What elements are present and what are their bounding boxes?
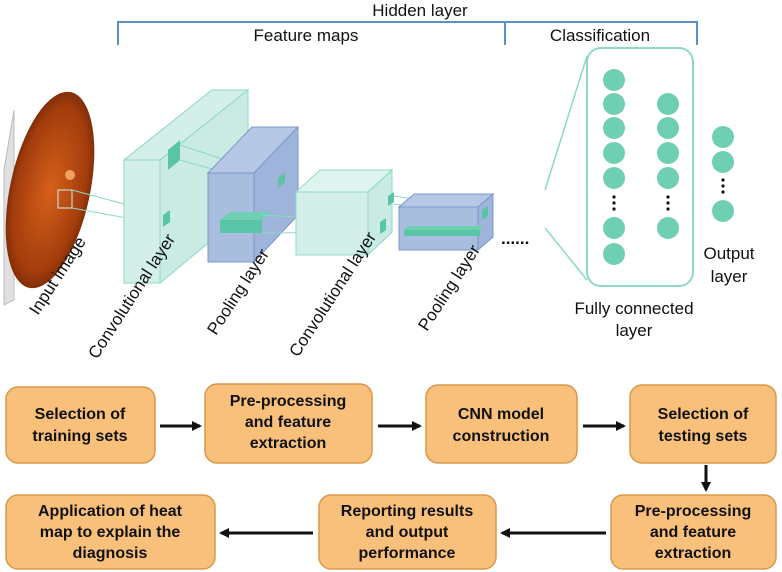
flow-step-2-line2: and feature (245, 414, 331, 431)
input-image (3, 91, 95, 306)
neuron (603, 243, 625, 265)
fully-connected-label-line1: Fully connected (574, 299, 693, 318)
fc-dots-column-2 (666, 195, 670, 211)
fully-connected-label-line2: layer (616, 321, 653, 340)
flow-step-4: Selection of testing sets (629, 384, 777, 464)
pooling-layer-2-label: Pooling layer (414, 241, 484, 334)
output-layer-label-line1: Output (703, 244, 754, 263)
pooling-layer-2-block (397, 192, 495, 252)
neuron (603, 142, 625, 164)
output-neurons (712, 126, 734, 222)
fc-neurons-column-2 (657, 93, 679, 239)
neuron (603, 69, 625, 91)
flow-step-5-line2: and feature (650, 524, 736, 541)
fc-neurons-column-1 (603, 69, 625, 265)
output-dots (721, 178, 725, 194)
flow-step-1-line2: training sets (32, 428, 127, 445)
hidden-layer-bracket (117, 21, 698, 45)
flow-step-7-line2: map to explain the (40, 524, 181, 541)
classification-label: Classification (550, 26, 650, 45)
fully-connected-container (544, 47, 694, 287)
neuron (603, 167, 625, 189)
flow-step-2: Pre-processing and feature extraction (204, 383, 373, 464)
neuron (712, 200, 734, 222)
flow-step-6-line2: and output (366, 524, 449, 541)
flow-step-2-line3: extraction (250, 435, 326, 452)
conv-layer-2-block (294, 168, 394, 257)
hidden-layer-label: Hidden layer (372, 1, 468, 20)
flow-step-3-line1: CNN model (458, 406, 544, 423)
neuron (712, 151, 734, 173)
neuron (657, 142, 679, 164)
neuron (603, 93, 625, 115)
flow-step-4-line1: Selection of (658, 406, 749, 423)
flow-step-6-line1: Reporting results (341, 503, 474, 520)
flow-step-4-line2: testing sets (659, 428, 748, 445)
flow-step-5: Pre-processing and feature extraction (610, 494, 777, 570)
neuron (657, 217, 679, 239)
flow-step-1: Selection of training sets (5, 386, 156, 464)
flow-arrows (160, 421, 711, 538)
flow-step-5-line1: Pre-processing (635, 503, 751, 520)
flow-step-1-line1: Selection of (35, 406, 126, 423)
output-layer-label-line2: layer (711, 267, 748, 286)
flow-step-7-line3: diagnosis (73, 545, 148, 562)
conv-layer-1-block (122, 88, 250, 285)
flow-step-6-line3: performance (359, 545, 456, 562)
neuron (657, 167, 679, 189)
flow-step-7: Application of heat map to explain the d… (5, 494, 216, 570)
fc-dots-column-1 (612, 195, 616, 211)
flow-step-3: CNN model construction (425, 384, 578, 464)
feature-maps-label: Feature maps (254, 26, 359, 45)
neuron (603, 217, 625, 239)
flow-step-2-line1: Pre-processing (230, 393, 346, 410)
flow-step-6: Reporting results and output performance (318, 494, 497, 570)
neuron (603, 117, 625, 139)
neuron (657, 93, 679, 115)
neuron (712, 126, 734, 148)
flow-step-5-line3: extraction (655, 545, 731, 562)
flow-step-7-line1: Application of heat (38, 503, 183, 520)
network-ellipsis: ...... (501, 229, 529, 248)
neuron (657, 117, 679, 139)
flow-step-3-line2: construction (453, 428, 550, 445)
